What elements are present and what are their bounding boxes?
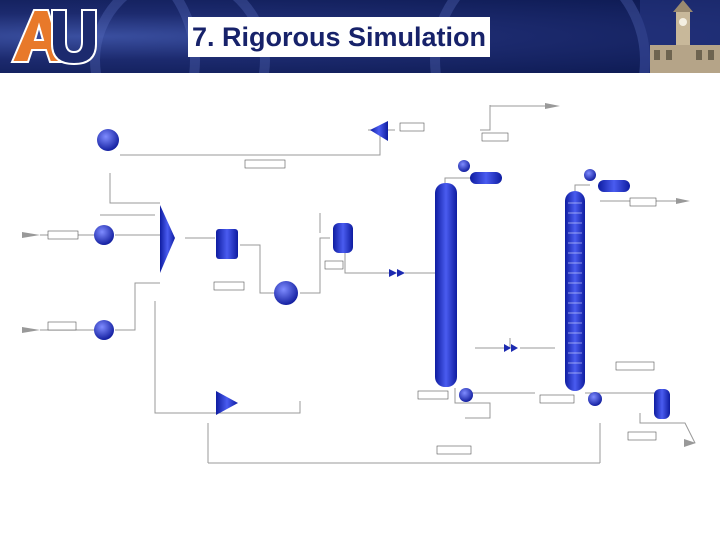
process-flowsheet [22,103,696,464]
title-banner: 7. Rigorous Simulation [0,0,720,73]
compressor-icon [97,129,119,151]
arrow-icon [676,198,690,204]
reactor-icon [216,229,238,259]
arrow-icon [22,232,40,238]
heater-icon [216,391,238,415]
arrow-icon [22,327,40,333]
column-trays [568,202,582,374]
au-logo-icon [10,9,97,66]
arrow-icon [545,103,560,109]
benzene-reboiler-icon [588,392,602,406]
benzene-column-icon [565,191,585,391]
stream-lines [40,105,696,464]
reflux-drum-icon [470,172,502,184]
benzene-condenser-icon [584,169,596,181]
equipment [22,103,696,447]
valve-icon [511,344,518,352]
reflux-drum-icon [598,180,630,192]
stabilizer-reboiler-icon [459,388,473,402]
diphenyl-column-icon [654,389,670,419]
valve-icon [504,344,511,352]
slide-title: 7. Rigorous Simulation [188,17,491,57]
valve-icon [397,269,405,277]
stabilizer-condenser-icon [458,160,470,172]
flash-drum-icon [333,223,353,253]
valve-icon [389,269,397,277]
stabilizer-column-icon [435,183,457,387]
toluene-pump-icon [94,320,114,340]
stream-labels [47,122,657,455]
purge-splitter-icon [370,121,388,141]
arrow-icon [684,439,696,447]
mixer-icon [160,205,175,273]
hydrogen-pump-icon [94,225,114,245]
recycle-compressor-icon [274,281,298,305]
clock-tower-icon [640,0,720,73]
